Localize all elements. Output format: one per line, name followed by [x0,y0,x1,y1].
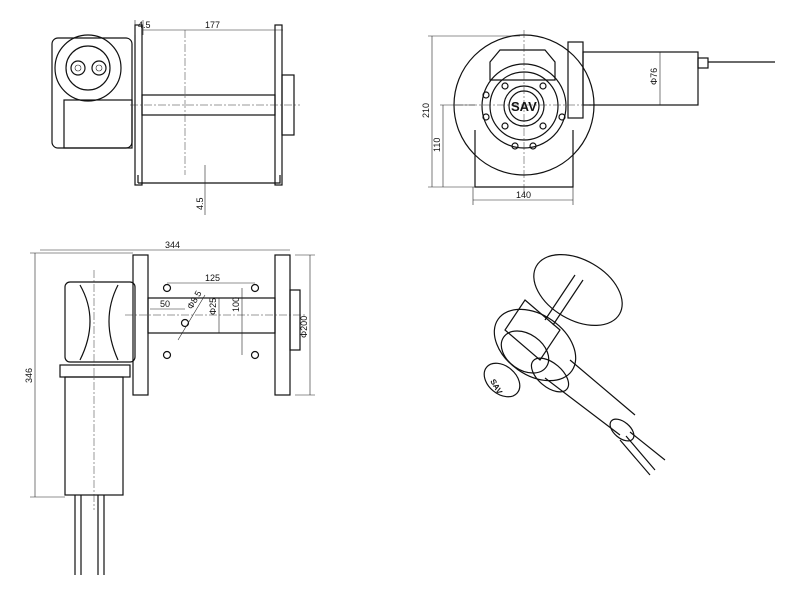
dim-base-width: 140 [516,190,531,200]
dim-flange-diameter: Φ200 [299,316,309,338]
dim-drum-length: 177 [205,20,220,30]
dim-bolt-offset: 50 [160,299,170,309]
dim-bolt-spacing-h: 125 [205,273,220,283]
dim-overall-length: 344 [165,240,180,250]
isometric-view: SAV [483,254,666,476]
top-view: 4.5 177 4.5 [51,20,300,215]
dim-overall-height: 346 [24,368,34,383]
dim-flange-thickness: 4.5 [138,20,151,30]
end-view: SAV 210 110 140 Φ76 [421,30,775,205]
front-view: 344 125 50 Φ8.5 Φ25 100 Φ200 346 [24,240,315,575]
dim-height: 210 [421,103,431,118]
dim-motor-diameter: Φ76 [649,68,659,85]
dim-hole: Φ8.5 [185,289,204,311]
dim-bolt-spacing-v: 100 [231,297,241,312]
dim-base-thickness: 4.5 [195,197,205,210]
dim-axis-height: 110 [432,138,442,152]
dim-shaft: Φ25 [208,298,218,315]
iso-brand-logo: SAV [488,378,504,397]
